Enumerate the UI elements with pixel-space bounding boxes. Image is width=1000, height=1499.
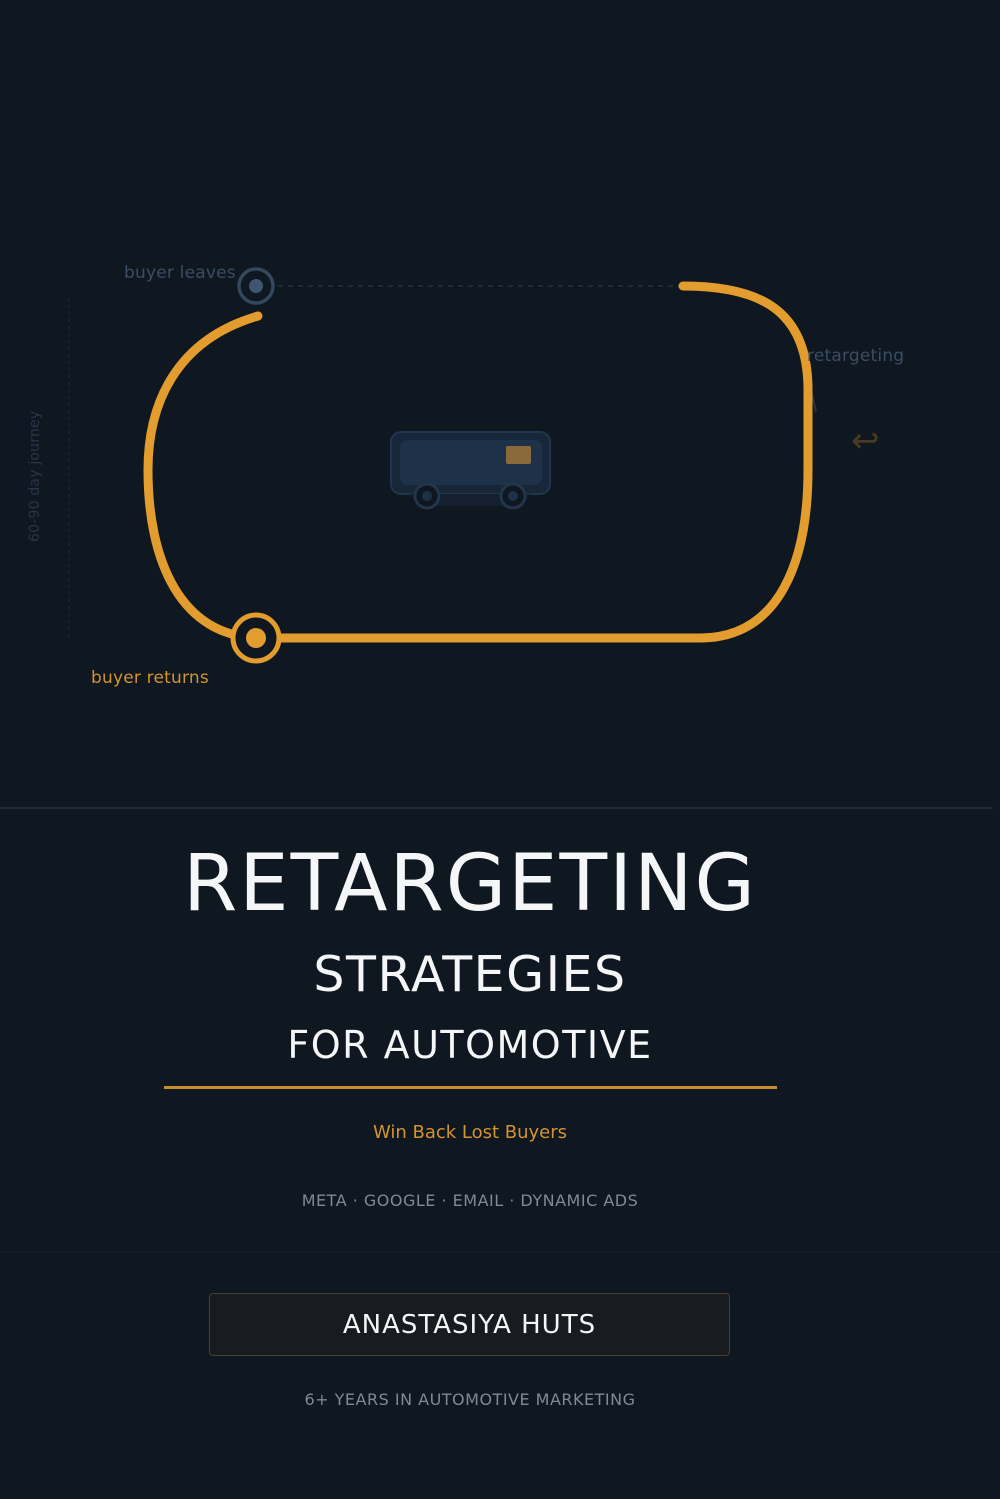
buyer-returns-label: buyer returns (91, 668, 209, 688)
buyer-leaves-node (237, 267, 275, 305)
author-nameplate: ANASTASIYA HUTS (209, 1293, 730, 1356)
book-title: RETARGETING (183, 839, 757, 929)
buyer-returns-node (230, 612, 282, 664)
tagline: Win Back Lost Buyers (372, 1122, 568, 1143)
car-icon (390, 431, 551, 510)
retargeting-label: retargeting (807, 346, 905, 366)
book-subtitle-secondary: FOR AUTOMOTIVE (287, 1023, 653, 1067)
book-subtitle: STRATEGIES (313, 946, 627, 1003)
title-underline (164, 1086, 777, 1089)
retargeting-loop-illustration: buyer leaves retargeting buyer returns 6… (27, 263, 905, 688)
author-name: ANASTASIYA HUTS (342, 1309, 597, 1340)
channel-list: META · GOOGLE · EMAIL · DYNAMIC ADS (301, 1191, 639, 1210)
journey-duration-label: 60-90 day journey (27, 410, 43, 542)
return-arrow-icon: ↩ (851, 421, 880, 461)
loop-diagram (68, 267, 817, 664)
section-divider-bottom (0, 1251, 1000, 1253)
section-divider (0, 807, 993, 809)
buyer-leaves-label: buyer leaves (124, 263, 236, 283)
retargeting-loop-path (143, 281, 813, 643)
author-credential: 6+ YEARS IN AUTOMOTIVE MARKETING (304, 1390, 636, 1409)
